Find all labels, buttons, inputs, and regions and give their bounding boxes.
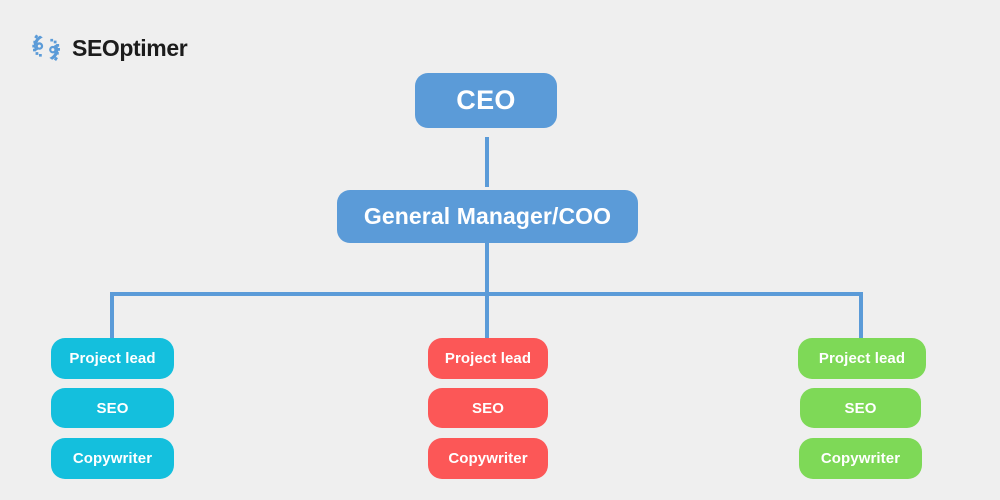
- node-left-project-lead[interactable]: Project lead: [51, 338, 174, 379]
- seoptimer-gears-icon: [28, 30, 64, 66]
- node-left-seo[interactable]: SEO: [51, 388, 174, 428]
- connector-bus-to-right-branch: [859, 292, 863, 341]
- connector-bus-to-left-branch: [110, 292, 114, 341]
- brand-name: SEOptimer: [72, 34, 188, 61]
- connector-ceo-to-gm: [485, 137, 489, 187]
- connector-horizontal-bus: [110, 292, 863, 296]
- node-right-project-lead[interactable]: Project lead: [798, 338, 926, 379]
- node-right-copywriter[interactable]: Copywriter: [799, 438, 922, 479]
- node-middle-seo[interactable]: SEO: [428, 388, 548, 428]
- node-middle-project-lead[interactable]: Project lead: [428, 338, 548, 379]
- node-right-seo[interactable]: SEO: [800, 388, 921, 428]
- brand-logo: SEOptimer: [28, 30, 188, 66]
- node-ceo[interactable]: CEO: [415, 73, 557, 128]
- node-left-copywriter[interactable]: Copywriter: [51, 438, 174, 479]
- node-general-manager-coo[interactable]: General Manager/COO: [337, 190, 638, 243]
- node-middle-copywriter[interactable]: Copywriter: [428, 438, 548, 479]
